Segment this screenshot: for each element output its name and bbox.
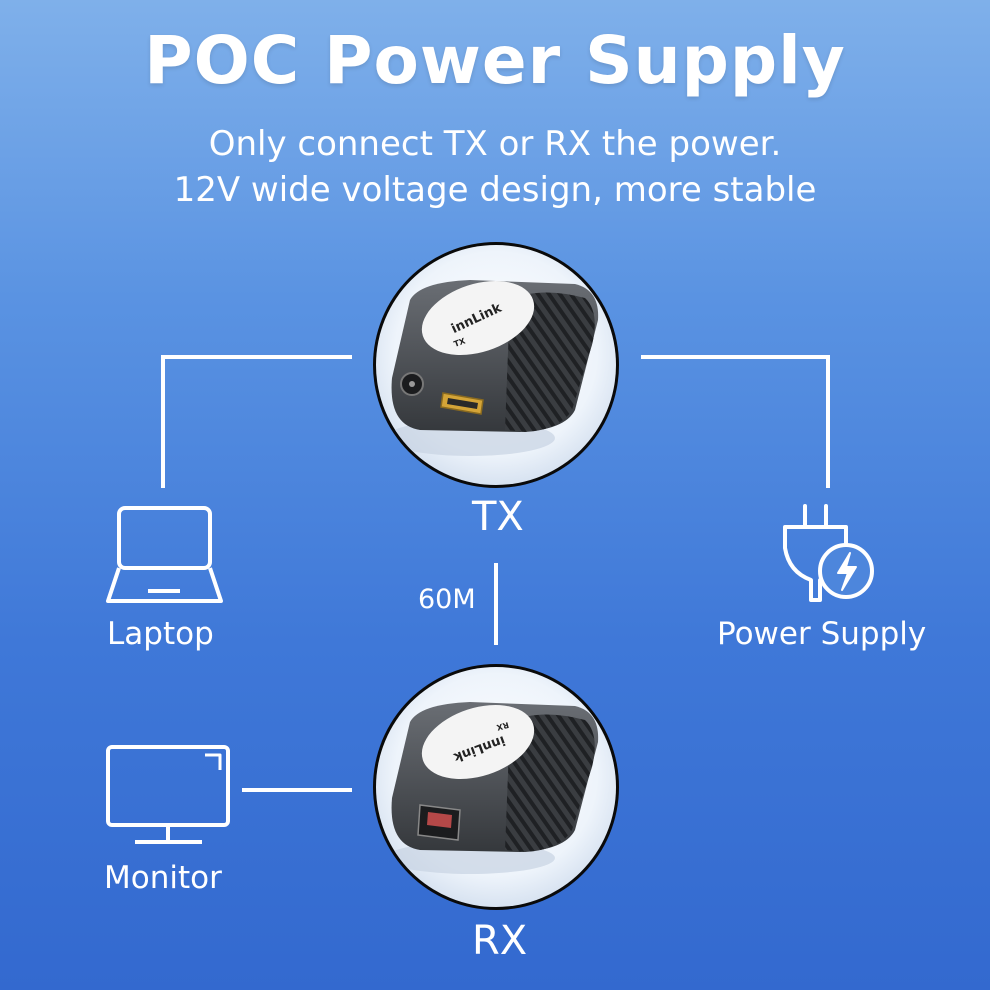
monitor-icon <box>106 745 230 844</box>
laptop-label: Laptop <box>107 616 214 652</box>
line-tx-power <box>641 355 830 488</box>
tx-device-tag: TX <box>453 336 468 349</box>
laptop-icon <box>106 506 223 603</box>
line-tx-laptop <box>161 355 352 488</box>
monitor-label: Monitor <box>104 860 222 896</box>
tx-label: TX <box>472 494 524 540</box>
power-supply-label: Power Supply <box>717 616 927 652</box>
connection-lines <box>161 355 830 792</box>
subtitle-line-1: Only connect TX or RX the power. <box>208 124 782 164</box>
distance-label: 60M <box>418 584 476 615</box>
subtitle-line-2: 12V wide voltage design, more stable <box>173 170 817 210</box>
rx-device-tag: RX <box>495 720 510 732</box>
rx-device-image: innLink RX <box>373 664 619 910</box>
tx-device-image: innLink TX <box>373 242 619 488</box>
rx-label: RX <box>472 918 528 964</box>
plug-bolt-icon <box>783 504 874 602</box>
page-title: POC Power Supply <box>144 22 846 99</box>
